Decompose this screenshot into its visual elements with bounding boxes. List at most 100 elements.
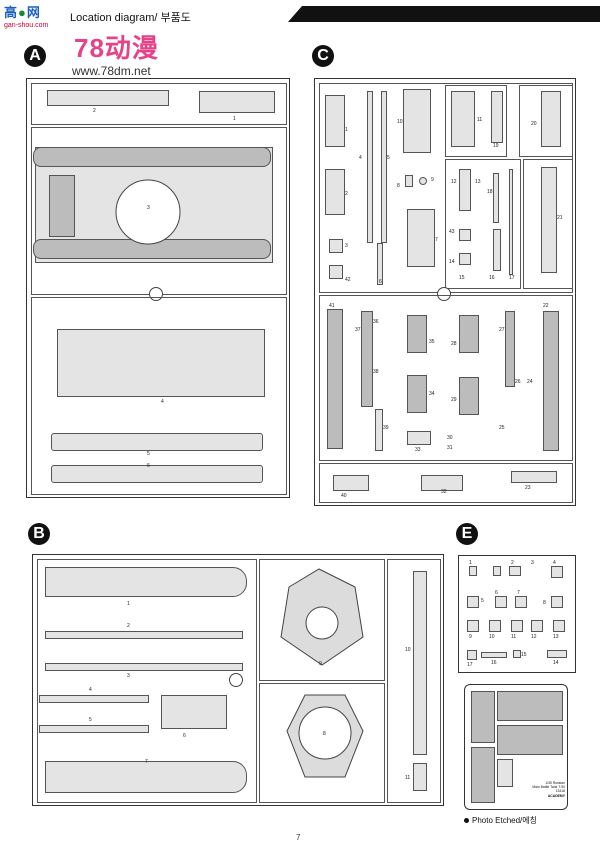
sprue-c-label-1: 1 [345, 127, 348, 133]
sprue-a-turret-ring [115, 179, 181, 245]
sprue-c-label-31: 31 [447, 445, 453, 451]
sprue-e-part-15 [513, 650, 521, 658]
pe-frame-small [497, 759, 513, 787]
photo-etched-label: Photo Etched/에칭 [464, 815, 537, 826]
watermark-logo: 高●网 [4, 5, 41, 20]
sprue-c-part-2 [325, 169, 345, 215]
sprue-c-frame-bottom [319, 463, 573, 503]
sprue-c-label-3: 3 [345, 243, 348, 249]
sprue-c-part-9 [419, 177, 427, 185]
sprue-e-part-13 [553, 620, 565, 632]
watermark-url-small: gan-shou.com [4, 22, 49, 29]
sprue-c-part-10 [403, 89, 431, 153]
sprue-e: 1 2 3 4 5 6 7 8 9 10 11 12 13 17 16 15 1… [458, 555, 576, 673]
pe-mesh-bottom-left [471, 747, 495, 803]
sprue-e-letter: E [456, 523, 478, 545]
sprue-c-label-26: 26 [515, 379, 521, 385]
sprue-c-label-27: 27 [499, 327, 505, 333]
sprue-e-label-2: 2 [511, 560, 514, 566]
page-number: 7 [296, 833, 301, 842]
sprue-c-label-42: 42 [345, 277, 351, 283]
sprue-c-label-25: 25 [499, 425, 505, 431]
sprue-a-frame-bottom [31, 297, 287, 495]
sprue-b-part-11 [413, 763, 427, 791]
sprue-b-label-7: 7 [145, 759, 148, 765]
sprue-a-hull-grille [49, 175, 75, 237]
sprue-a-letter: A [24, 45, 46, 67]
sprue-b-frame-ring [259, 683, 385, 803]
sprue-b-part-2 [45, 631, 243, 639]
sprue-c-part-22 [543, 311, 559, 451]
sprue-c-part-1 [325, 95, 345, 147]
sprue-c-part-19 [491, 91, 503, 143]
sprue-e-label-16: 16 [491, 660, 497, 666]
sprue-a-part-6 [51, 465, 263, 483]
sprue-b-label-2: 2 [127, 623, 130, 629]
sprue-b-gate [229, 673, 243, 687]
sprue-e-part-10 [489, 620, 501, 632]
sprue-c-gate [437, 287, 451, 301]
sprue-c-label-10: 10 [397, 119, 403, 125]
sprue-c-frame-20 [519, 85, 573, 157]
sprue-c-part-41 [327, 309, 343, 449]
sprue-e-part-6 [495, 596, 507, 608]
sprue-c-part-43 [459, 229, 471, 241]
sprue-a-frame-top [31, 83, 287, 125]
sprue-e-part-2 [493, 566, 501, 576]
sprue-b-part-6 [161, 695, 227, 729]
sprue-c-part-34 [407, 375, 427, 413]
sprue-e-label-9: 9 [469, 634, 472, 640]
sprue-b-label-8: 8 [323, 731, 326, 737]
sprue-a-label-6: 6 [147, 463, 150, 469]
sprue-c-label-35: 35 [429, 339, 435, 345]
sprue-c-part-26 [505, 311, 515, 387]
sprue-a-label-2: 2 [93, 108, 96, 114]
sprue-c-part-5 [381, 91, 387, 243]
sprue-c-part-33 [407, 431, 431, 445]
sprue-a-part-1 [199, 91, 275, 113]
sprue-c-part-16 [493, 229, 501, 271]
bullet-icon [464, 818, 469, 824]
sprue-c-label-19: 19 [493, 143, 499, 149]
watermark-brand: 78动漫 [74, 33, 159, 63]
sprue-c-label-14: 14 [449, 259, 455, 265]
sprue-e-part-12 [531, 620, 543, 632]
sprue-b-part-5 [39, 725, 149, 733]
sprue-b-part-8 [286, 694, 364, 778]
sprue-e-part-14 [547, 650, 567, 658]
sprue-c-label-20: 20 [531, 121, 537, 127]
sprue-b-label-6: 6 [183, 733, 186, 739]
sprue-e-label-6: 6 [495, 590, 498, 596]
pe-mesh-middle [497, 725, 563, 755]
sprue-c-label-23: 23 [525, 485, 531, 491]
sprue-e-label-3: 3 [531, 560, 534, 566]
sprue-c-part-14 [459, 253, 471, 265]
pe-mesh-large [471, 691, 495, 743]
sprue-a-label-4: 4 [161, 399, 164, 405]
sprue-e-part-5 [467, 596, 479, 608]
sprue-c-label-43: 43 [449, 229, 455, 235]
sprue-c-label-17: 17 [509, 275, 515, 281]
sprue-c-label-12: 12 [451, 179, 457, 185]
sprue-e-label-4: 4 [553, 560, 556, 566]
sprue-c-label-5: 5 [387, 155, 390, 161]
pe-plate-text: 1/35 Russian Main Battle Tank T-90 13418… [515, 781, 565, 798]
page-header: 高●网 gan-shou.com Location diagram/ 부품도 [0, 0, 600, 34]
sprue-c-part-40 [333, 475, 369, 491]
sprue-a-track-guard-top [33, 147, 271, 167]
sprue-b-label-5: 5 [89, 717, 92, 723]
sprue-b: 1 2 3 4 5 6 7 9 8 10 11 [32, 554, 444, 806]
sprue-e-part-7 [515, 596, 527, 608]
sprue-b-part-7 [45, 761, 247, 793]
sprue-c-letter: C [312, 45, 334, 67]
sprue-a-part-2 [47, 90, 169, 106]
sprue-c-label-29: 29 [451, 397, 457, 403]
sprue-e-label-1: 1 [469, 560, 472, 566]
sprue-c-label-11: 11 [477, 117, 483, 123]
sprue-e-label-8: 8 [543, 600, 546, 606]
sprue-b-part-10 [413, 571, 427, 755]
sprue-b-label-10: 10 [405, 647, 411, 653]
sprue-e-part-1 [469, 566, 477, 576]
sprue-b-label-1: 1 [127, 601, 130, 607]
watermark-url: www.78dm.net [72, 64, 151, 78]
